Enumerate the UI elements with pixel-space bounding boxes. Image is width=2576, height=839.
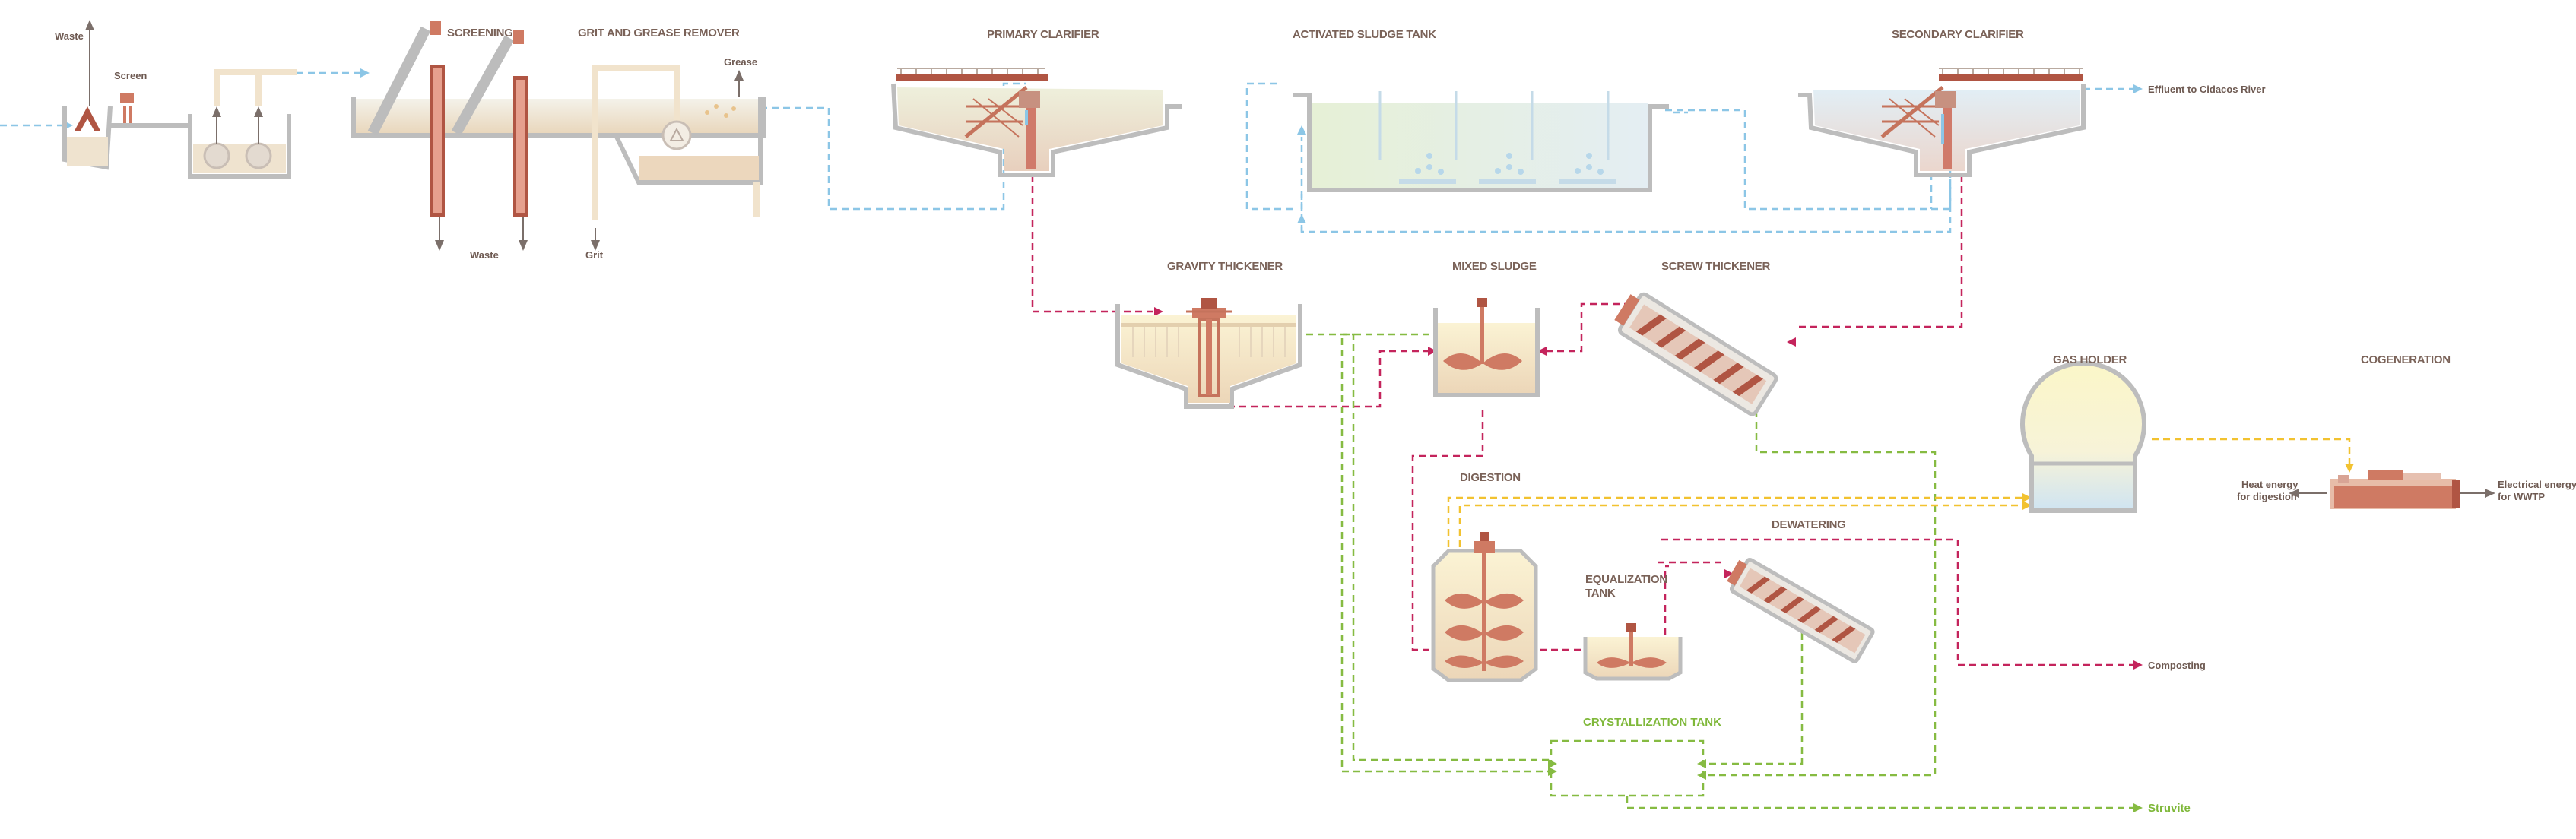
- label-heat-2: for digestion: [2237, 491, 2297, 502]
- crystallization-tank: [1550, 739, 1705, 797]
- label-cogeneration: COGENERATION: [2361, 353, 2451, 366]
- mixer-icon: [1443, 353, 1522, 370]
- mixer-icon: [1597, 657, 1667, 668]
- labels: Waste Screen SCREENING GRIT AND GREASE R…: [55, 27, 2576, 815]
- label-digestion: DIGESTION: [1460, 471, 1521, 484]
- screw-thickener: [1614, 292, 1778, 416]
- screening-and-grit: [351, 21, 766, 251]
- label-waste-top: Waste: [55, 30, 84, 42]
- label-grit: Grit: [585, 249, 604, 261]
- pump-station: [62, 20, 297, 179]
- label-waste-bottom: Waste: [470, 249, 499, 261]
- screen-rake-icon: [451, 30, 528, 251]
- label-equalization-2: TANK: [1585, 587, 1616, 600]
- label-dewatering: DEWATERING: [1772, 518, 1846, 531]
- scraper-bridge-icon: [896, 74, 1048, 81]
- label-composting: Composting: [2148, 660, 2206, 671]
- label-equalization-1: EQUALIZATION: [1585, 573, 1667, 586]
- scraper-bridge-icon: [1939, 74, 2083, 81]
- label-gravity-thickener: GRAVITY THICKENER: [1167, 260, 1283, 273]
- liquor-pipes: [1306, 333, 2137, 809]
- gravity-thickener: [1115, 298, 1302, 409]
- label-grit-grease: GRIT AND GREASE REMOVER: [578, 27, 740, 40]
- label-heat-1: Heat energy: [2241, 479, 2298, 490]
- dewatering-screw: [1727, 557, 1875, 663]
- mixer-icon: [1445, 593, 1524, 609]
- digester: [1431, 532, 1538, 682]
- gas-holder: [2020, 360, 2146, 513]
- label-gas-holder: GAS HOLDER: [2053, 353, 2127, 366]
- mixer-icon: [1445, 625, 1524, 641]
- secondary-clarifier: [1798, 68, 2086, 177]
- equalization-tank: [1583, 623, 1683, 681]
- label-mixed-sludge: MIXED SLUDGE: [1452, 260, 1537, 273]
- pump-icon: [245, 142, 272, 169]
- activated-sludge-tank: [1293, 91, 1669, 192]
- label-screening: SCREENING: [447, 27, 512, 40]
- flow-arrows: [64, 68, 2354, 812]
- sludge-pipes: [1031, 175, 2137, 666]
- label-elec-1: Electrical energy: [2498, 479, 2576, 490]
- screen-rake-icon: [367, 21, 445, 251]
- engine-generator-icon: [2330, 470, 2460, 509]
- mixed-sludge-tank: [1433, 298, 1540, 397]
- label-effluent: Effluent to Cidacos River: [2148, 84, 2266, 95]
- label-screw-thickener: SCREW THICKENER: [1661, 260, 1770, 273]
- screw-conveyor-icon: [1635, 314, 1764, 397]
- pump-icon: [203, 142, 230, 169]
- label-secondary-clarifier: SECONDARY CLARIFIER: [1892, 28, 2024, 41]
- primary-clarifier: [891, 68, 1182, 177]
- label-activated-sludge: ACTIVATED SLUDGE TANK: [1293, 28, 1436, 41]
- screw-conveyor-icon: [1746, 576, 1856, 643]
- biogas-pipes: [1447, 438, 2351, 547]
- mixer-icon: [1445, 655, 1524, 668]
- label-struvite: Struvite: [2148, 802, 2191, 815]
- label-primary-clarifier: PRIMARY CLARIFIER: [987, 28, 1099, 41]
- label-elec-2: for WWTP: [2498, 491, 2545, 502]
- label-screen: Screen: [114, 70, 147, 81]
- label-crystallization: CRYSTALLIZATION TANK: [1583, 716, 1721, 729]
- gas-dome-icon: [2020, 360, 2146, 513]
- label-grease: Grease: [724, 56, 757, 68]
